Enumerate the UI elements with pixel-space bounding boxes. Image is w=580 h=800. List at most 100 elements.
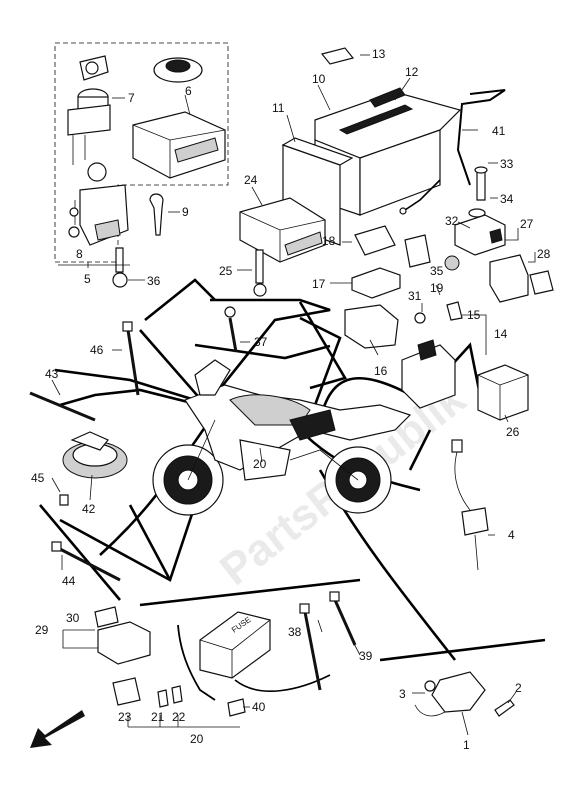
relay-small [404, 234, 431, 268]
callout-43: 43 [45, 367, 59, 381]
part-25-bolt [255, 249, 264, 284]
callout-46: 46 [90, 343, 104, 357]
part-34-washer [468, 208, 486, 218]
part-21-fuse [157, 689, 169, 708]
callout-40: 40 [252, 700, 266, 714]
callout-10: 10 [312, 72, 326, 86]
starter-relay-body [401, 344, 456, 409]
callout-25: 25 [219, 264, 233, 278]
part-28-relay [529, 270, 554, 295]
bracket-29 [62, 629, 98, 649]
part-16-relay-cover [344, 304, 399, 349]
part-35-gear [444, 255, 460, 271]
part-3-washer [424, 680, 436, 692]
callout-6: 6 [185, 84, 192, 98]
part-26-fuse-box [477, 364, 529, 421]
part-24-module [239, 197, 326, 263]
fuse-lead-wire-2 [234, 674, 331, 692]
bracket-20 [127, 715, 240, 728]
callout-36: 36 [147, 274, 161, 288]
callout-8: 8 [76, 247, 83, 261]
callout-34: 34 [500, 192, 514, 206]
callout-33: 33 [500, 157, 514, 171]
part-29-relay [97, 621, 151, 665]
part-9-key [149, 193, 164, 236]
part-8-lock-assembly [74, 162, 129, 246]
battery-minus-lead [404, 179, 441, 211]
callout-26: 26 [506, 425, 520, 439]
callout-14: 14 [494, 327, 508, 341]
part-39-cable-tie [333, 599, 357, 646]
part-45-bolt [59, 494, 69, 506]
callout-28: 28 [537, 247, 551, 261]
part-6-ecu [132, 111, 226, 179]
callout-22: 22 [172, 710, 186, 724]
callout-16: 16 [374, 364, 388, 378]
part-30-fuse [94, 606, 119, 628]
callout-17: 17 [312, 277, 326, 291]
callout-2: 2 [515, 681, 522, 695]
part-27-relay [489, 254, 529, 303]
leader-lines [51, 54, 536, 736]
callout-11: 11 [272, 101, 285, 115]
callout-45: 45 [31, 471, 45, 485]
fuse-box-main: FUSE [199, 611, 271, 679]
callout-39: 39 [359, 649, 373, 663]
callout-21: 21 [151, 710, 165, 724]
callout-9: 9 [182, 205, 189, 219]
part-13-clip [320, 47, 355, 65]
callout-12: 12 [405, 65, 419, 79]
part-36-bolt [115, 247, 124, 273]
part-46-cable-tie [126, 329, 140, 396]
part-4-sensor [451, 439, 489, 571]
part-23-fuse-holder [112, 677, 141, 706]
part-31-bolt [414, 312, 426, 324]
ignition-group-box [54, 42, 229, 263]
callout-3: 3 [399, 687, 406, 701]
part-2-screw [494, 699, 515, 717]
callout-7: 7 [128, 91, 135, 105]
callout-37: 37 [254, 335, 268, 349]
callout-27: 27 [520, 217, 534, 231]
part-42-horn [62, 431, 128, 479]
part-8-screw [68, 226, 80, 238]
part-1-switch [414, 671, 486, 717]
callout-24: 24 [244, 173, 258, 187]
callout-13: 13 [372, 47, 386, 61]
motorcycle-illustration [152, 359, 412, 516]
part-17-rubber-holder [351, 267, 401, 299]
callout-1: 1 [463, 738, 470, 752]
callout-32: 32 [445, 214, 459, 228]
part-41-battery-lead [456, 89, 506, 186]
callout-19: 19 [430, 281, 444, 295]
part-44-cable-tie [57, 546, 121, 582]
callout-20-motorcycle: 20 [253, 457, 267, 471]
part-37-cable-tie [228, 317, 238, 353]
part-40-bolt [227, 698, 246, 717]
part-11-battery-cover-top [281, 137, 354, 166]
part-32-starter-relay [454, 214, 506, 256]
front-arrow-icon [30, 710, 85, 748]
battery-lead-terminal [399, 207, 407, 215]
callout-18: 18 [322, 234, 336, 248]
callout-29: 29 [35, 623, 49, 637]
main-harness-lines [39, 278, 546, 662]
part-33-bolt [476, 171, 486, 201]
callout-30: 30 [66, 611, 80, 625]
callout-41: 41 [492, 124, 506, 138]
fuse-lead-wire [177, 624, 216, 701]
callout-35: 35 [430, 264, 444, 278]
callout-20-group: 20 [190, 732, 204, 746]
callout-15: 15 [467, 308, 481, 322]
callout-42: 42 [82, 502, 96, 516]
callout-44: 44 [62, 574, 76, 588]
callout-5: 5 [84, 272, 91, 286]
part-7-main-switch [67, 88, 111, 165]
callout-23: 23 [118, 710, 132, 724]
part-15-fuse [446, 301, 463, 321]
part-38-cable-tie [303, 611, 322, 691]
part-22-fuse [171, 685, 183, 704]
callout-31: 31 [408, 289, 422, 303]
